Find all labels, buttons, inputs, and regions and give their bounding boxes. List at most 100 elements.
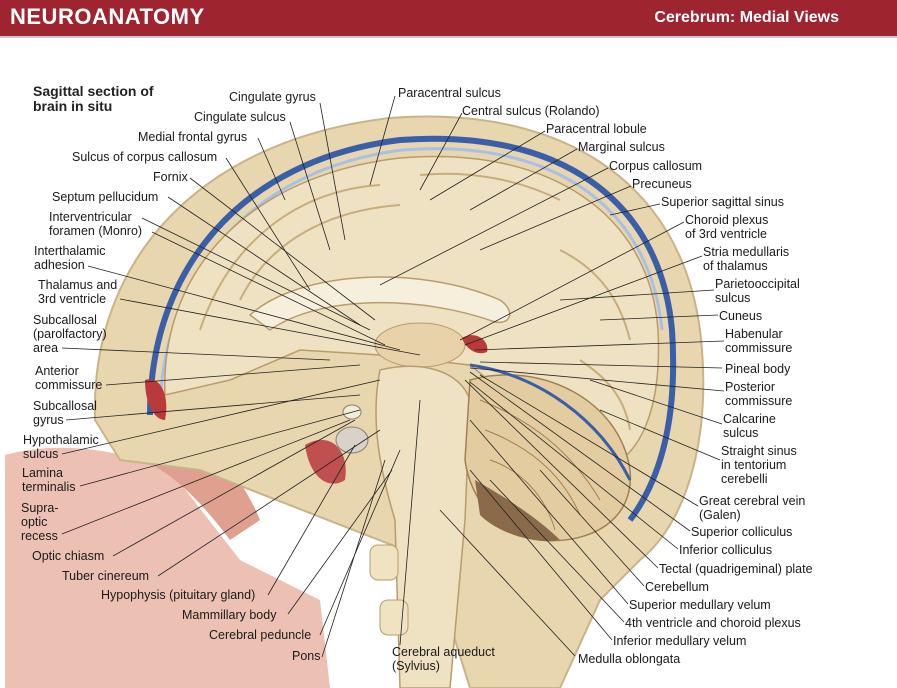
label-line: of thalamus	[703, 259, 768, 273]
corpus-callosum	[248, 276, 511, 331]
label-line: commissure	[725, 341, 793, 355]
superior-sagittal-sinus	[147, 135, 677, 522]
label-line: Interthalamic	[34, 244, 106, 258]
label-line: Straight sinus	[721, 444, 797, 458]
label-habenular-commissure: Habenular commissure	[725, 327, 792, 355]
label-line: of 3rd ventricle	[685, 227, 767, 241]
label-4th-ventricle: 4th ventricle and choroid plexus	[625, 616, 801, 630]
label-lamina-terminalis: Lamina terminalis	[22, 466, 76, 494]
page-header: NEUROANATOMY Cerebrum: Medial Views	[0, 0, 897, 36]
label-parietooccipital-sulcus: Parietooccipital sulcus	[715, 277, 800, 305]
label-precuneus: Precuneus	[632, 177, 692, 191]
label-line: commissure	[725, 394, 793, 408]
label-line: commissure	[35, 378, 103, 392]
label-line: Subcallosal	[33, 399, 97, 413]
label-superior-sagittal-sinus: Superior sagittal sinus	[661, 195, 784, 209]
label-line: Posterior	[725, 380, 776, 394]
label-line: sulcus	[23, 447, 59, 461]
label-pineal-body: Pineal body	[725, 362, 791, 376]
label-line: Supra-	[21, 501, 59, 515]
frontal-sinus	[145, 379, 167, 420]
label-paracentral-lobule: Paracentral lobule	[546, 122, 647, 136]
label-hypophysis: Hypophysis (pituitary gland)	[101, 588, 256, 602]
label-fornix: Fornix	[153, 170, 188, 184]
label-cerebral-peduncle: Cerebral peduncle	[209, 628, 312, 642]
label-medial-frontal-gyrus: Medial frontal gyrus	[138, 130, 248, 144]
label-line: Stria medullaris	[703, 245, 790, 259]
label-cingulate-gyrus: Cingulate gyrus	[229, 90, 316, 104]
label-line: Habenular	[725, 327, 783, 341]
fourth-ventricle-tissue	[475, 480, 560, 542]
facial-soft-tissue	[5, 447, 330, 688]
label-line: Hypothalamic	[23, 433, 99, 447]
header-divider	[0, 36, 897, 38]
label-stria-medullaris: Stria medullaris of thalamus	[703, 245, 789, 273]
label-interthalamic-adhesion: Interthalamic adhesion	[34, 244, 106, 272]
label-optic-chiasm: Optic chiasm	[32, 549, 105, 563]
label-line: in tentorium	[721, 458, 787, 472]
label-line: Lamina	[22, 466, 63, 480]
label-superior-colliculus: Superior colliculus	[691, 525, 793, 539]
label-line: Interventricular	[49, 210, 132, 224]
label-line: Calcarine	[723, 412, 776, 426]
plate-title: Cerebrum: Medial Views	[654, 9, 839, 26]
label-line: Choroid plexus	[685, 213, 769, 227]
leader-lines	[61, 95, 725, 658]
label-pons: Pons	[292, 649, 321, 663]
pineal-red	[462, 335, 488, 354]
label-supraoptic-recess: Supra- optic recess	[21, 501, 59, 543]
label-sulcus-corpus-callosum: Sulcus of corpus callosum	[72, 150, 218, 164]
label-tuber-cinereum: Tuber cinereum	[62, 569, 150, 583]
label-central-sulcus: Central sulcus (Rolando)	[462, 104, 600, 118]
figure-title-line-1: Sagittal section of	[33, 83, 154, 99]
label-line: gyrus	[33, 413, 64, 427]
label-line: 3rd ventricle	[38, 292, 107, 306]
label-medulla-oblongata: Medulla oblongata	[578, 652, 681, 666]
label-hypothalamic-sulcus: Hypothalamic sulcus	[23, 433, 99, 461]
label-subcallosal-area: Subcallosal (parolfactory) area	[33, 313, 107, 355]
figure-title: Sagittal section of brain in situ	[33, 84, 154, 114]
label-straight-sinus: Straight sinus in tentorium cerebelli	[721, 444, 797, 486]
label-cingulate-sulcus: Cingulate sulcus	[194, 110, 286, 124]
label-line: Anterior	[35, 364, 79, 378]
label-interventricular-foramen: Interventricular foramen (Monro)	[49, 210, 142, 238]
label-line: area	[33, 341, 59, 355]
thalamus	[374, 322, 466, 368]
label-line: recess	[21, 529, 58, 543]
label-mammillary-body: Mammillary body	[182, 608, 277, 622]
label-tectal-plate: Tectal (quadrigeminal) plate	[659, 562, 813, 576]
label-line: terminalis	[22, 480, 76, 494]
label-line: Great cerebral vein	[699, 494, 806, 508]
label-line: foramen (Monro)	[49, 224, 143, 238]
label-line: (parolfactory)	[33, 327, 107, 341]
label-anterior-commissure: Anterior commissure	[35, 364, 102, 392]
label-line: Cerebral aqueduct	[392, 645, 495, 659]
label-inferior-medullary-velum: Inferior medullary velum	[613, 634, 747, 648]
vertebra-2	[379, 599, 409, 636]
label-calcarine-sulcus: Calcarine sulcus	[723, 412, 776, 440]
label-septum-pellucidum: Septum pellucidum	[52, 190, 159, 204]
label-cuneus: Cuneus	[719, 309, 763, 323]
label-line: cerebelli	[721, 472, 768, 486]
label-choroid-plexus-3rd: Choroid plexus of 3rd ventricle	[685, 213, 768, 241]
pituitary	[335, 426, 369, 454]
label-subcallosal-gyrus: Subcallosal gyrus	[33, 399, 97, 427]
label-line: adhesion	[34, 258, 85, 272]
label-line: optic	[21, 515, 48, 529]
label-line: (Sylvius)	[392, 659, 440, 673]
label-line: Subcallosal	[33, 313, 97, 327]
label-posterior-commissure: Posterior commissure	[725, 380, 792, 408]
label-line: sulcus	[715, 291, 751, 305]
vertebra-1	[369, 544, 399, 581]
label-corpus-callosum: Corpus callosum	[609, 159, 703, 173]
label-line: (Galen)	[699, 508, 741, 522]
label-line: Parietooccipital	[715, 277, 800, 291]
figure-title-line-2: brain in situ	[33, 98, 113, 114]
label-marginal-sulcus: Marginal sulcus	[578, 140, 665, 154]
label-thalamus: Thalamus and 3rd ventricle	[38, 278, 117, 306]
section-title: NEUROANATOMY	[10, 4, 205, 29]
label-cerebral-aqueduct: Cerebral aqueduct (Sylvius)	[392, 645, 495, 673]
label-cerebellum: Cerebellum	[645, 580, 709, 594]
label-line: Thalamus and	[38, 278, 118, 292]
